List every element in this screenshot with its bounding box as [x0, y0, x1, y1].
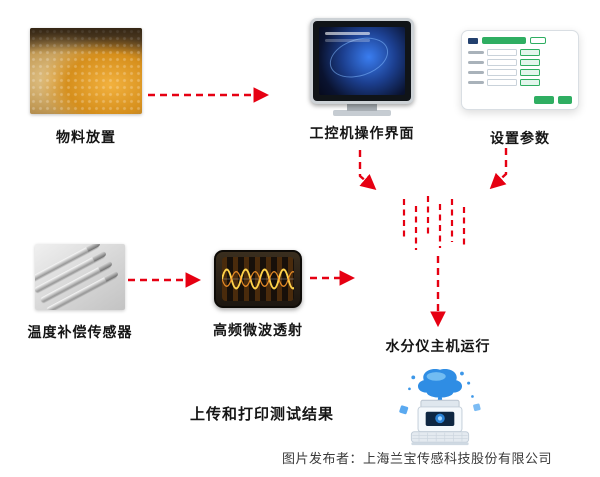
machine-base: [410, 431, 470, 443]
form-row: [468, 49, 572, 56]
params-screenshot: [461, 30, 579, 110]
host-label: 水分仪主机运行: [385, 338, 491, 354]
material-photo: [30, 28, 142, 114]
field-label: [468, 61, 484, 64]
hmi-label: 工控机操作界面: [309, 125, 415, 141]
field-input: [487, 59, 517, 66]
params-label: 设置参数: [490, 130, 550, 146]
node-hmi: 工控机操作界面: [302, 18, 422, 143]
cube: [473, 403, 481, 412]
microwave-photo: [214, 250, 302, 308]
field-input: [487, 79, 517, 86]
field-value-chip: [520, 59, 540, 66]
microwave-label: 高频微波透射: [213, 322, 303, 338]
node-material: 物料放置: [22, 28, 150, 147]
form-row: [468, 69, 572, 76]
material-label: 物料放置: [56, 129, 116, 145]
cube: [399, 405, 409, 415]
signal-lines-cluster: [402, 196, 466, 250]
sensor-photo: [35, 244, 125, 310]
arrow-params-down: [489, 148, 508, 190]
params-title-bar: [482, 37, 526, 44]
field-input: [487, 69, 517, 76]
node-temp-sensor: 温度补偿传感器: [24, 244, 136, 342]
result-label: 上传和打印测试结果: [190, 406, 335, 423]
field-input: [487, 49, 517, 56]
waveform-graphic: [222, 268, 294, 290]
field-label: [468, 71, 484, 74]
field-label: [468, 81, 484, 84]
field-value-chip: [520, 79, 540, 86]
arrow-hmi-down: [358, 150, 377, 191]
host-photo: [392, 364, 488, 453]
microwave-screen: [222, 257, 294, 301]
field-value-chip: [520, 49, 540, 56]
window-icon: [468, 37, 478, 44]
node-params: 设置参数: [455, 30, 585, 148]
hmi-screen: [319, 27, 405, 95]
params-titlebar: [468, 37, 572, 44]
publisher-credit: 图片发布者：上海兰宝传感科技股份有限公司: [282, 451, 553, 466]
grain-sack-fold: [30, 28, 142, 54]
form-row: [468, 59, 572, 66]
hmi-stand: [347, 101, 377, 111]
field-value-chip: [520, 69, 540, 76]
form-row: [468, 79, 572, 86]
hmi-base: [333, 110, 391, 116]
host-device-graphic: [399, 368, 481, 446]
confirm-button-shape: [534, 96, 554, 104]
hmi-bezel: [310, 18, 414, 104]
params-actions: [534, 96, 572, 104]
params-tab: [530, 37, 546, 44]
node-microwave: 高频微波透射: [212, 250, 304, 340]
temp-sensor-label: 温度补偿传感器: [27, 324, 133, 340]
hmi-photo: [310, 18, 414, 116]
field-label: [468, 51, 484, 54]
cancel-button-shape: [558, 96, 572, 104]
